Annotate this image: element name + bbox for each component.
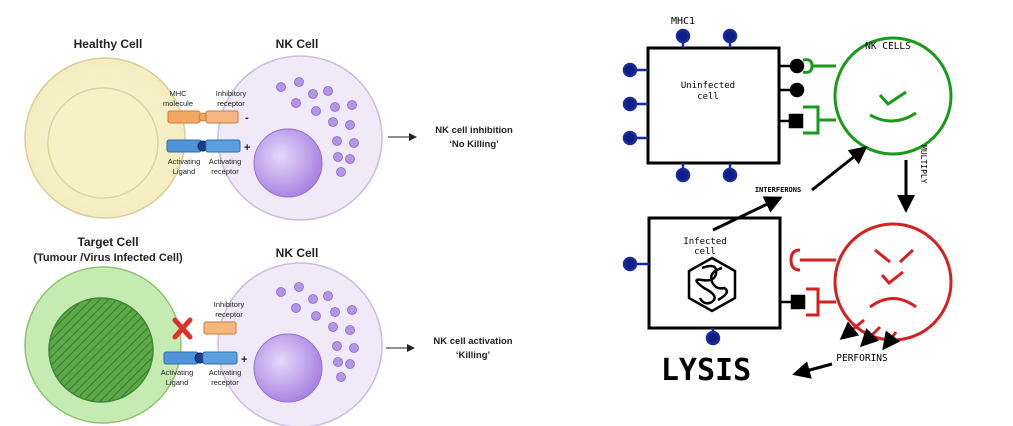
inhibitory-label-bottom-line2: receptor: [215, 310, 243, 319]
nk-nucleus-bottom: [253, 333, 323, 403]
inhibitory-receptor-top: [205, 110, 239, 124]
infected-label-1: Infected: [683, 237, 726, 247]
inhibitory-label-top-line1: Inhibitory: [216, 89, 247, 98]
healthy-cell-title: Healthy Cell: [74, 37, 143, 51]
plus-sign-bottom: +: [241, 354, 247, 366]
activating-receptor-bottom: [202, 351, 238, 365]
minus-sign: -: [245, 112, 249, 124]
nk-cell-title-bottom: NK Cell: [276, 246, 319, 260]
nk-cell-sad: [789, 222, 953, 342]
interferons-arrow-upper: [811, 146, 868, 192]
interferons-arrow-lower: [712, 196, 783, 232]
nk-granules-bottom: [276, 282, 359, 382]
uninfected-label-1: Uninfected: [681, 81, 735, 91]
mhc-molecule: [167, 110, 201, 124]
infected-label-2: cell: [694, 247, 716, 257]
outcome-top-line2: ‘No Killing’: [449, 139, 499, 150]
uninfected-cell: [646, 46, 781, 165]
nk-nucleus-top: [253, 128, 323, 198]
infected-receptors: [622, 256, 721, 346]
activating-receptor-label-bottom-2: receptor: [211, 378, 239, 387]
uninfected-label-2: cell: [697, 92, 719, 102]
activating-ligand-label-bottom-2: Ligand: [166, 378, 189, 387]
missing-mhc-cross-icon: [172, 317, 193, 340]
interferons-label: INTERFERONS: [755, 186, 801, 194]
multiply-label: MULTIPLY: [919, 145, 928, 184]
uninfected-side-receptors: [779, 58, 805, 129]
outcome-top-line1: NK cell inhibition: [435, 125, 513, 136]
outcome-bottom-line1: NK cell activation: [433, 336, 512, 347]
activating-receptor-label-top-2: receptor: [211, 167, 239, 176]
nk-cell-title-top: NK Cell: [276, 37, 319, 51]
nk-cell-happy: [802, 36, 953, 156]
infected-cell: [647, 216, 782, 330]
activating-receptor-label-bottom-1: Activating: [209, 368, 242, 377]
panel-right-mechanism: MHC1 Uninfected cell: [622, 16, 953, 388]
activating-ligand-label-top-1: Activating: [168, 157, 201, 166]
nk-granules-top: [276, 77, 359, 177]
infected-side-receptor: [780, 294, 806, 310]
mhc1-label: MHC1: [671, 16, 695, 27]
virus-icon: [687, 256, 737, 313]
target-cell-nucleus: [48, 297, 154, 403]
mhc-receptors-uninfected: [622, 28, 738, 183]
mhc-label-line1: MHC: [169, 89, 187, 98]
activating-ligand-label-top-2: Ligand: [173, 167, 196, 176]
inhibitory-label-top-line2: receptor: [217, 99, 245, 108]
healthy-cell-nucleus: [47, 87, 159, 199]
target-cell-title-1: Target Cell: [77, 235, 138, 249]
inhibitory-label-bottom-line1: Inhibitory: [214, 300, 245, 309]
mhc-label-line2: molecule: [163, 99, 193, 108]
panel-bottom-activation: Target Cell (Tumour /Virus Infected Cell…: [24, 235, 513, 426]
activating-receptor-top: [205, 139, 241, 153]
lysis-label: LYSIS: [661, 353, 751, 388]
activating-ligand-top: [166, 139, 202, 153]
activating-ligand-label-bottom-1: Activating: [161, 368, 194, 377]
nk-cells-label: NK CELLS: [865, 41, 911, 52]
perforins-label: PERFORINS: [836, 353, 888, 364]
perforins-to-lysis-arrow: [792, 361, 833, 379]
perforin-arrows: [839, 318, 901, 351]
outcome-bottom-line2: ‘Killing’: [456, 350, 490, 361]
activating-ligand-bottom: [163, 351, 199, 365]
inhibitory-receptor-bottom: [203, 321, 237, 335]
plus-sign-top: +: [244, 142, 250, 154]
activating-receptor-label-top-1: Activating: [209, 157, 242, 166]
target-cell-title-2: (Tumour /Virus Infected Cell): [33, 252, 183, 264]
panel-top-inhibition: Healthy Cell NK Cell MHC molecule Inhibi…: [24, 37, 513, 221]
